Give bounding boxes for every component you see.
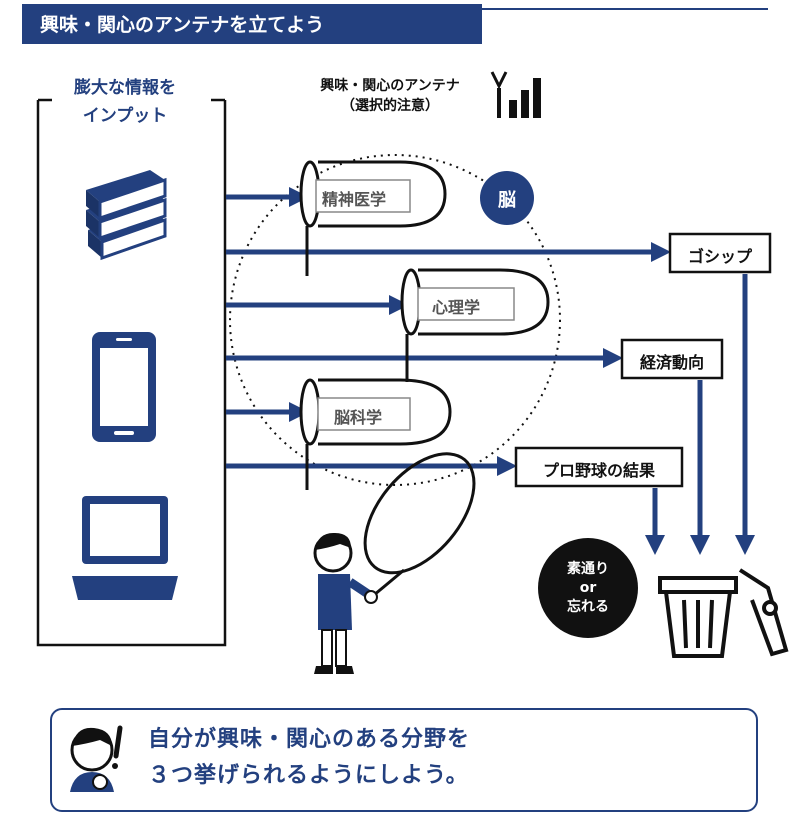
box-baseball [514,446,684,488]
input-label-line2: インプット [82,106,168,126]
box-economy [620,338,724,380]
forget-line3: 忘れる [567,599,609,615]
net-psychology [400,268,550,382]
footer-line1: 自分が興味・関心のある分野を [148,727,471,752]
header-banner [22,4,482,44]
net-neuroscience [299,378,452,490]
box-label-economy: 経済動向 [639,353,704,372]
forget-line1: 素通り [567,561,609,577]
brain-label: 脳 [498,190,516,211]
box-label-baseball: プロ野球の結果 [542,461,655,480]
input-frame [36,98,227,647]
smartphone-icon [92,332,156,442]
forget-label: 素通り or 忘れる [543,560,633,617]
box-label-gossip: ゴシップ [687,247,752,266]
footer-callout [50,708,758,812]
page-title: 興味・関心のアンテナを立てよう [40,14,325,36]
net-psychiatry [299,160,447,276]
brain-circle [229,154,561,486]
box-gossip [668,232,772,274]
footer-message: 自分が興味・関心のある分野を ３つ挙げられるようにしよう。 [148,722,470,794]
brain-badge [480,171,534,225]
trash-can-icon [658,568,789,658]
antenna-label-line1: 興味・関心のアンテナ [320,78,460,94]
books-icon [86,170,167,261]
antenna-label-line2: （選択的注意） [341,98,439,114]
forget-line2: or [579,580,597,596]
laptop-icon [72,496,178,600]
net-label-psychiatry: 精神医学 [322,190,387,209]
antenna-label: 興味・関心のアンテナ （選択的注意） [280,76,500,116]
person-with-net [313,452,476,674]
input-arrows [226,187,671,476]
antenna-signal-icon [490,71,541,118]
trash-arrows [645,274,755,555]
input-label: 膨大な情報を インプット [40,74,210,130]
net-label-neuroscience: 脳科学 [334,408,383,427]
footer-line2: ３つ挙げられるようにしよう。 [148,763,469,788]
input-label-line1: 膨大な情報を [74,78,176,98]
thinking-person-icon [70,725,123,792]
forget-circle [538,538,638,638]
net-label-psychology: 心理学 [432,298,481,317]
